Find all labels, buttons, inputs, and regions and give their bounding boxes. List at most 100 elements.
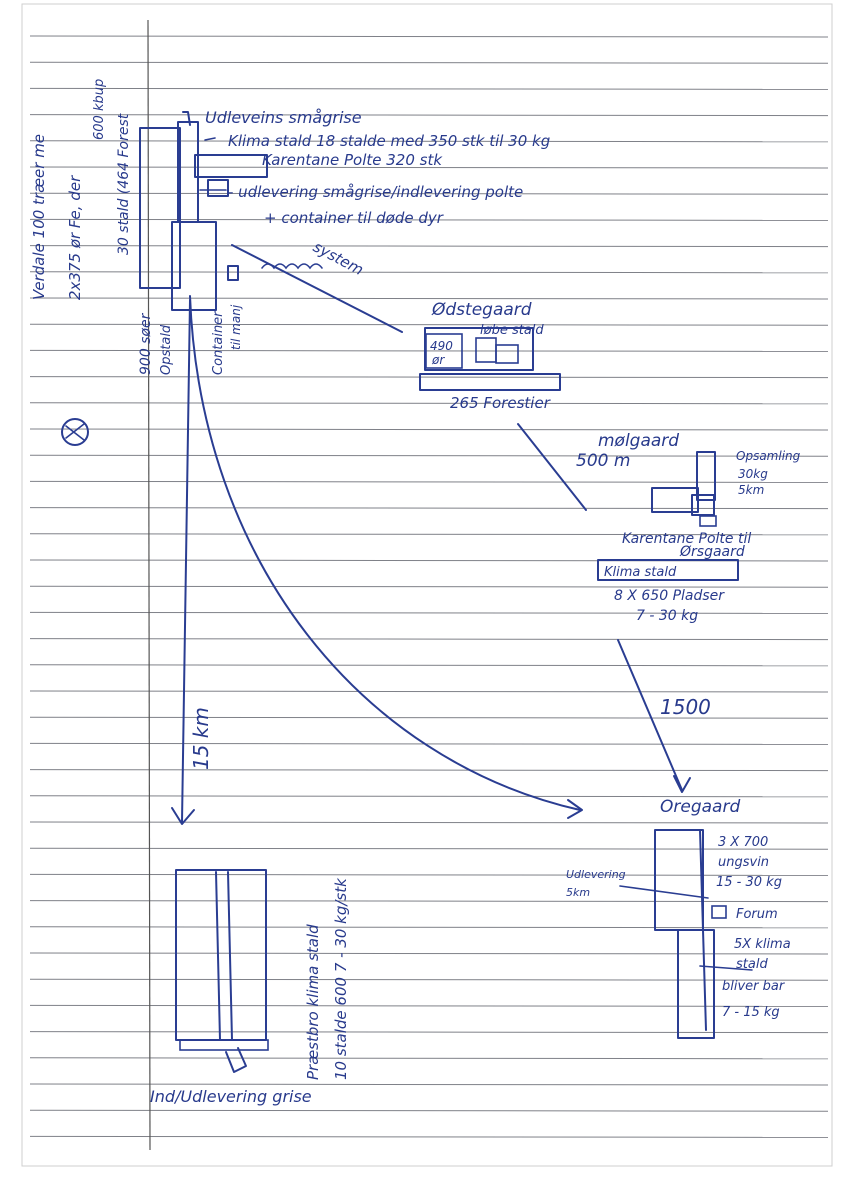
label-karentane-polte: Karentane Polte 320 stk bbox=[262, 151, 443, 169]
ruled-line bbox=[29, 297, 829, 300]
ore-farm-spec-2: ungsvin bbox=[718, 855, 769, 870]
ruled-line bbox=[29, 847, 829, 850]
system-coils bbox=[261, 263, 323, 270]
label-opstald: Opstald bbox=[159, 324, 174, 375]
building-sow bbox=[171, 221, 217, 311]
ruled-line bbox=[29, 952, 829, 955]
ruled-line bbox=[29, 585, 829, 588]
curve-arrow-head bbox=[567, 799, 583, 819]
ruled-line bbox=[29, 873, 829, 876]
building-quarantine bbox=[194, 154, 268, 178]
ruled-line bbox=[29, 35, 829, 38]
arrow-15km-head bbox=[171, 807, 195, 825]
main-farm-inner-2 bbox=[495, 344, 519, 364]
ruled-line bbox=[29, 716, 829, 719]
ruled-line bbox=[29, 1004, 829, 1007]
mol-farm-climate-box bbox=[597, 559, 739, 581]
bottom-farm-base bbox=[179, 1039, 269, 1051]
top-building-cluster bbox=[139, 111, 268, 311]
ore-farm-divider bbox=[699, 829, 707, 1031]
main-farm-title: Ødstegaard bbox=[431, 300, 532, 320]
ruled-line bbox=[29, 480, 829, 483]
ruled-line bbox=[29, 664, 829, 667]
ruled-line bbox=[29, 323, 829, 326]
mol-farm-tower bbox=[696, 451, 716, 501]
distance-1500: 1500 bbox=[660, 695, 711, 719]
tick-1 bbox=[204, 137, 216, 141]
ruled-line bbox=[29, 1109, 829, 1112]
building-small bbox=[207, 179, 229, 197]
building-container bbox=[227, 265, 239, 281]
ore-farm-note-1: 5X klima bbox=[734, 937, 791, 952]
mol-farm-note-3: 5km bbox=[738, 483, 764, 497]
ruled-line bbox=[29, 140, 829, 143]
ore-farm-buildings bbox=[619, 829, 753, 1039]
ruled-line bbox=[29, 114, 829, 117]
ore-farm-spec-1: 3 X 700 bbox=[718, 835, 768, 850]
label-900-soer: 900 søer bbox=[138, 312, 154, 375]
ruled-line bbox=[29, 218, 829, 221]
mol-farm-note-2: 30kg bbox=[738, 467, 768, 481]
ruled-line bbox=[29, 926, 829, 929]
arrow-1500-head bbox=[673, 775, 691, 793]
mol-farm-building bbox=[651, 487, 699, 513]
ruled-line bbox=[29, 611, 829, 614]
ore-farm-note-2: stald bbox=[736, 957, 768, 972]
arrow-15km bbox=[181, 299, 191, 823]
ore-farm-delivery-line bbox=[619, 885, 709, 899]
main-farm-bottom-label: 265 Forestier bbox=[450, 394, 551, 412]
punch-hole-mark bbox=[61, 418, 89, 446]
ruled-line bbox=[29, 1057, 829, 1060]
curve-to-oregaard bbox=[189, 295, 581, 811]
left-note-1: Verdale 100 træer me bbox=[30, 134, 48, 300]
mol-farm-distance: 500 m bbox=[576, 451, 630, 471]
left-note-2: 2x375 ør Fe, der bbox=[66, 175, 84, 300]
punch-hole-scribble bbox=[65, 423, 85, 441]
ore-farm-spec-3: 15 - 30 kg bbox=[716, 875, 782, 890]
bottom-farm-gate bbox=[225, 1047, 247, 1073]
bottom-farm-divider-1 bbox=[215, 871, 221, 1041]
ruled-line bbox=[29, 454, 829, 457]
left-note-4: 30 stald (464 Forest bbox=[116, 113, 132, 255]
ore-farm-note-pointer bbox=[699, 965, 753, 971]
ruled-line bbox=[29, 900, 829, 903]
main-farm-long-building bbox=[419, 373, 561, 391]
mol-farm-mini bbox=[699, 515, 717, 527]
ore-farm-delivery-1: Udlevering bbox=[566, 868, 626, 881]
mol-farm-places: 8 X 650 Pladser bbox=[614, 588, 725, 604]
link-main-to-mol bbox=[517, 423, 587, 511]
main-farm-stall-label: løbe stald bbox=[480, 323, 544, 338]
distance-15km: 15 km bbox=[189, 707, 213, 770]
mol-farm-climate-label: Klima stald bbox=[604, 565, 677, 580]
ruled-line bbox=[29, 428, 829, 431]
bottom-farm-label-2: 10 stalde 600 7 - 30 kg/stk bbox=[332, 877, 350, 1080]
pointer-mark bbox=[182, 111, 191, 126]
ruled-line bbox=[29, 376, 829, 379]
ore-farm-delivery-2: 5km bbox=[566, 886, 590, 899]
mol-farm-title: mølgaard bbox=[598, 431, 679, 451]
bottom-farm-buildings bbox=[175, 869, 269, 1073]
ruled-line bbox=[29, 61, 829, 64]
ruled-line bbox=[29, 271, 829, 274]
ruled-line bbox=[29, 821, 829, 824]
ruled-line bbox=[29, 690, 829, 693]
mol-farm-quarantine-2: Ørsgaard bbox=[679, 544, 745, 560]
ore-farm-note-3: bliver bar bbox=[722, 979, 786, 994]
ore-farm-note-4: 7 - 15 kg bbox=[722, 1005, 780, 1020]
ruled-line bbox=[29, 1031, 829, 1034]
ruled-line bbox=[29, 402, 829, 405]
ruled-line bbox=[29, 742, 829, 745]
ore-farm-title: Oregaard bbox=[660, 797, 740, 817]
ruled-line bbox=[29, 533, 829, 536]
mol-farm-quarantine: Karentane Polte til bbox=[622, 531, 751, 547]
label-container-line: + container til døde dyr bbox=[264, 209, 444, 227]
paper-sheet bbox=[21, 3, 833, 1167]
mol-farm-shed bbox=[691, 494, 715, 516]
mol-farm-note-1: Opsamling bbox=[736, 449, 801, 463]
ruled-line bbox=[29, 245, 829, 248]
ruled-line bbox=[29, 1135, 829, 1138]
ruled-line bbox=[29, 1083, 829, 1086]
main-farm-count-2: ør bbox=[431, 353, 445, 367]
